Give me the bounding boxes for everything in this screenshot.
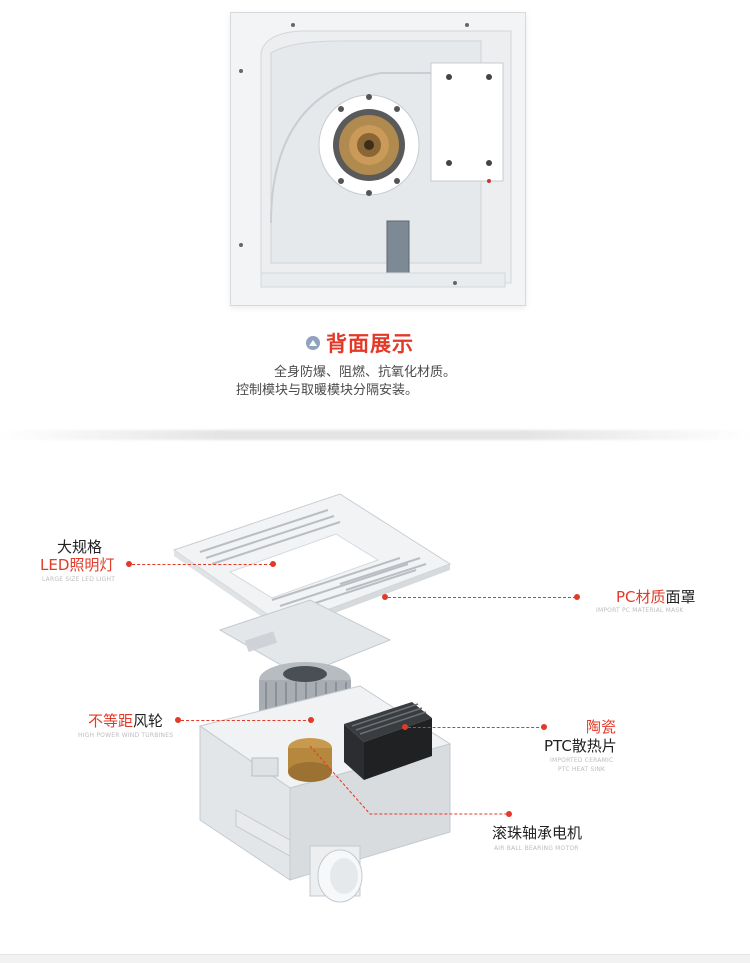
exploded-product-illustration [172,493,452,903]
motor-label-sub: AIR BALL BEARING MOTOR [494,845,579,852]
back-section-desc-line2: 控制模块与取暖模块分隔安装。 [236,383,419,398]
back-panel-illustration [231,13,525,305]
ptc-label-line2: PTC散热片 [544,737,617,755]
fan-callout-end-dot [308,717,314,723]
ptc-callout-line [408,727,544,728]
led-label-line1: 大规格 [57,538,103,556]
ptc-label-sub2: PTC HEAT SINK [558,766,606,773]
back-panel-photo [230,12,526,306]
motor-callout-dot [506,811,512,817]
led-callout-line [132,564,272,565]
pc-callout-start-dot [382,594,388,600]
section-divider [0,430,750,440]
fan-label-black: 风轮 [133,712,164,730]
back-section-title: 背面展示 [326,332,414,356]
fan-label: 不等距风轮 [88,712,163,730]
ptc-callout-start-dot [402,724,408,730]
pc-label-red: PC材质 [616,588,666,606]
pc-callout-dot [574,594,580,600]
pc-label: PC材质面罩 [616,588,696,606]
back-section-heading: 背面展示 [306,328,414,358]
fan-callout-line [181,720,311,721]
ptc-label-line1: 陶瓷 [586,718,617,736]
ptc-label-sub1: IMPORTED CERAMIC [550,757,614,764]
page-bottom-divider [0,954,750,963]
triangle-badge-icon [306,336,320,350]
pc-label-black: 面罩 [665,588,696,606]
led-callout-end-dot [270,561,276,567]
fan-label-red: 不等距 [88,712,134,730]
ptc-callout-dot [541,724,547,730]
pc-label-sub: IMPORT PC MATERIAL MASK [596,607,684,614]
led-label-line2: LED照明灯 [40,556,115,574]
led-callout-dot [126,561,132,567]
fan-label-sub: HIGH POWER WIND TURBINES [78,732,174,739]
back-section-desc-line1: 全身防爆、阻燃、抗氧化材质。 [274,365,457,380]
pc-callout-line [388,597,576,598]
motor-callout-line [309,745,508,815]
led-label-sub: LARGE SIZE LED LIGHT [42,576,116,583]
motor-label: 滚珠轴承电机 [492,824,583,842]
fan-callout-dot [175,717,181,723]
